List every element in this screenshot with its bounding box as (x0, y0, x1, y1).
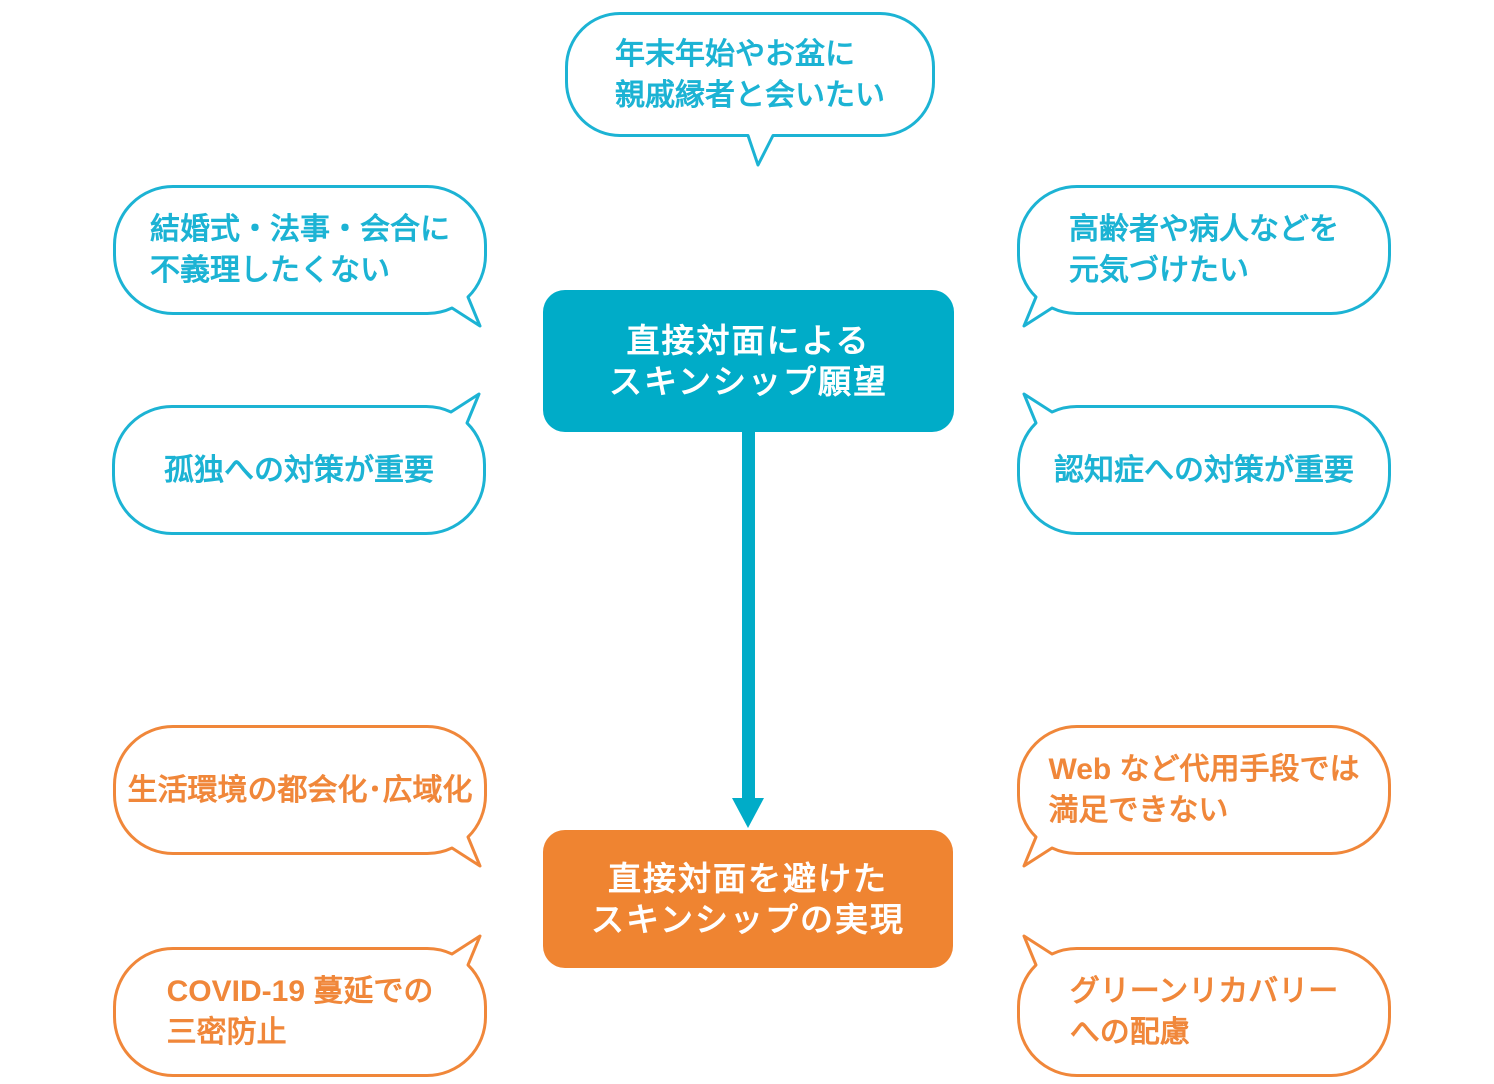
speech-bubble-outline (1016, 934, 1391, 1077)
bubble-covid: COVID-19 蔓延での 三密防止 (113, 929, 491, 1077)
bubble-meet-relatives: 年末年始やお盆に 親戚縁者と会いたい (565, 12, 935, 170)
speech-bubble-outline (1016, 725, 1391, 868)
bubble-dementia: 認知症への対策が重要 (1013, 387, 1391, 535)
flow-arrow (726, 430, 770, 830)
bubble-web-insufficient: Web など代用手段では 満足できない (1013, 725, 1391, 873)
speech-bubble-outline (113, 185, 488, 328)
target-box: 直接対面を避けた スキンシップの実現 (543, 830, 953, 968)
speech-bubble-outline (565, 12, 935, 167)
bubble-urbanization: 生活環境の都会化･広域化 (113, 725, 491, 873)
speech-bubble-outline (1016, 185, 1391, 328)
speech-bubble-outline (113, 725, 488, 868)
arrow-down-icon (732, 430, 764, 828)
bubble-green-recovery: グリーンリカバリー への配慮 (1013, 929, 1391, 1077)
source-box-label: 直接対面による スキンシップ願望 (608, 322, 888, 400)
bubble-ceremonies: 結婚式・法事・会合に 不義理したくない (113, 185, 491, 333)
bubble-cheer-up-elderly: 高齢者や病人などを 元気づけたい (1013, 185, 1391, 333)
target-box-label: 直接対面を避けた スキンシップの実現 (590, 860, 905, 938)
source-box: 直接対面による スキンシップ願望 (543, 290, 954, 432)
speech-bubble-outline (1016, 392, 1391, 535)
bubble-loneliness: 孤独への対策が重要 (112, 387, 490, 535)
speech-bubble-outline (112, 392, 487, 535)
speech-bubble-outline (113, 934, 488, 1077)
